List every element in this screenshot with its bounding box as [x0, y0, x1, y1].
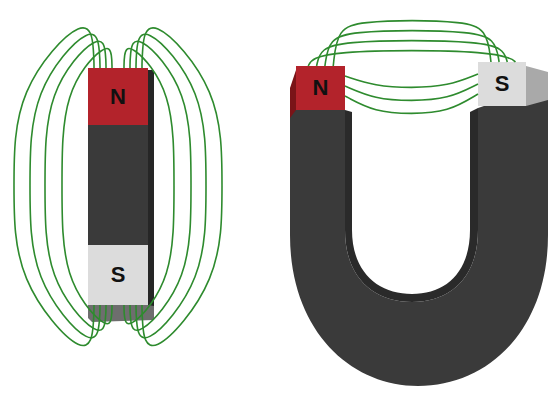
south-pole: S: [478, 62, 526, 106]
north-pole: N: [88, 68, 148, 125]
pole-label: S: [111, 264, 126, 286]
pole-label: S: [495, 73, 510, 95]
field-line: [325, 31, 499, 66]
field-line: [124, 49, 174, 324]
field-line: [308, 51, 515, 66]
field-line: [142, 28, 222, 346]
field-line: [130, 41, 191, 330]
bar-bottom-face: [88, 305, 154, 322]
south-pole: S: [88, 245, 148, 305]
field-line: [333, 21, 491, 66]
field-line: [30, 34, 100, 338]
pole-label: N: [313, 77, 329, 99]
field-line: [345, 94, 478, 113]
horseshoe-magnet-body: [290, 86, 548, 386]
horseshoe-inner-face: [345, 108, 478, 302]
field-line: [345, 74, 478, 87]
bar-side-face: [148, 70, 154, 306]
pole-label: N: [110, 86, 126, 108]
field-line: [345, 84, 478, 100]
field-line: [317, 41, 508, 66]
south-pole-side: [526, 66, 548, 106]
field-line: [45, 41, 106, 330]
north-pole: N: [296, 66, 345, 110]
field-line: [14, 28, 94, 346]
bar-magnet-body: [88, 68, 148, 306]
field-line: [62, 49, 112, 324]
field-line: [136, 34, 206, 338]
